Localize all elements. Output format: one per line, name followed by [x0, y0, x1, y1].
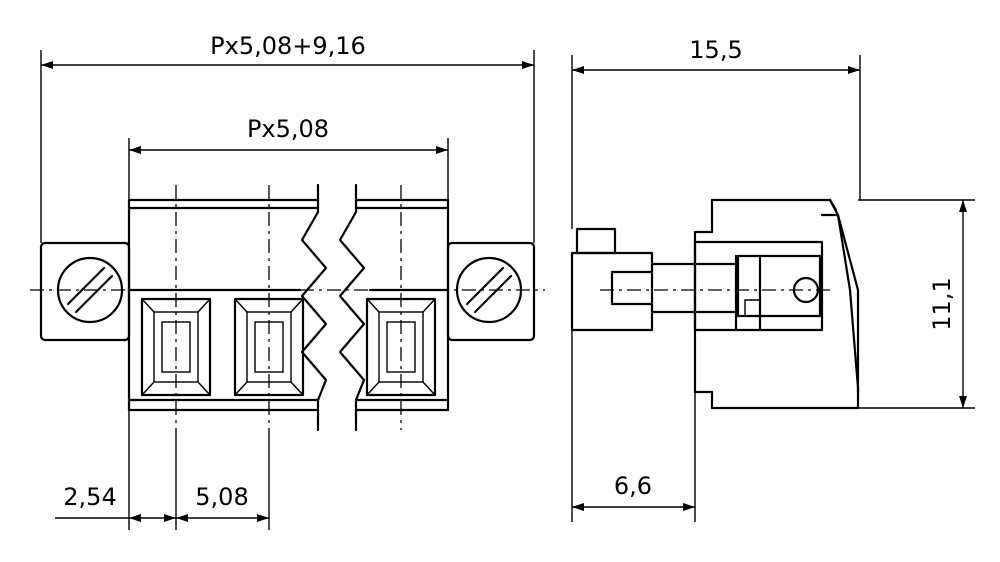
dimensions: Px5,08+9,16 Px5,08 15,5 11,1 2,54 5,08 6…: [40, 32, 975, 530]
dim-side-width-label: 15,5: [689, 36, 742, 64]
pin: [610, 270, 654, 306]
side-body: [693, 198, 860, 410]
body-right: [354, 198, 450, 412]
side-view: [570, 198, 860, 410]
clamp-block: [744, 299, 761, 317]
top-tab: [575, 227, 617, 255]
break-line-right: [338, 183, 366, 432]
dim-pitch-label: 5,08: [195, 483, 248, 511]
dim-height-label: 11,1: [928, 277, 956, 330]
dim-pitch-span-label: Px5,08: [247, 115, 329, 143]
body-left: [127, 198, 320, 412]
latch-lever: [820, 198, 860, 394]
break-line-left: [300, 183, 328, 432]
screw-shaft: [650, 254, 762, 332]
dim-depth-label: 6,6: [614, 472, 652, 500]
dim-edge-offset-label: 2,54: [63, 483, 116, 511]
housing-section: [693, 240, 824, 332]
dim-overall-width-label: Px5,08+9,16: [210, 32, 366, 60]
front-view: [30, 183, 545, 432]
back-plate: [570, 251, 654, 332]
